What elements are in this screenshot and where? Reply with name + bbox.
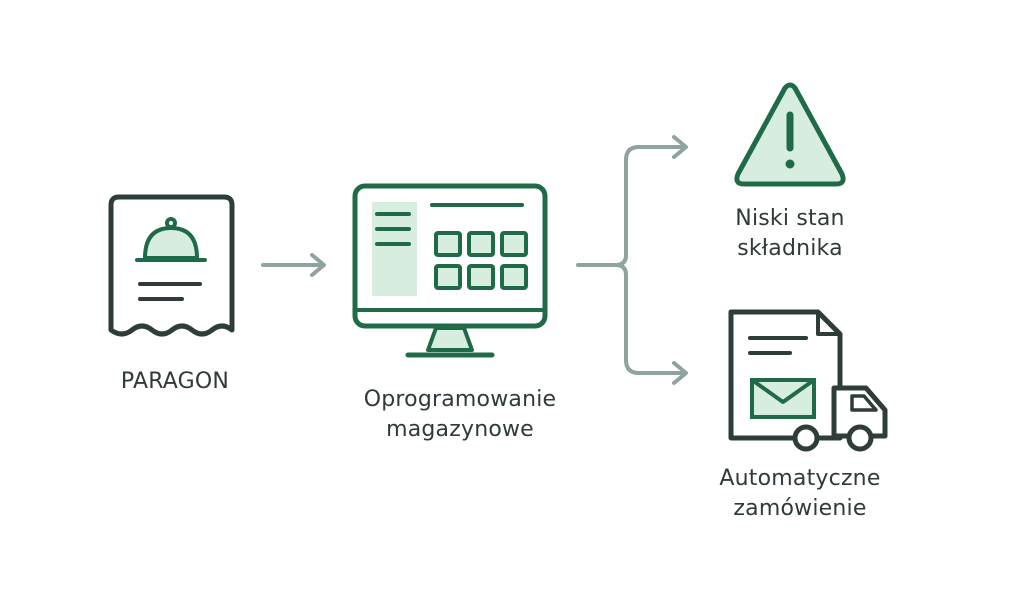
- monitor-icon: [352, 183, 548, 358]
- receipt-label-text: PARAGON: [120, 369, 230, 394]
- arrow-receipt-to-software: [261, 253, 326, 277]
- auto-order-label-line1: Automatyczne: [719, 466, 881, 491]
- arrow-to-auto-order: [672, 361, 688, 385]
- arrow-to-low-stock: [672, 135, 688, 159]
- receipt-label: PARAGON: [80, 367, 270, 397]
- warning-icon: [734, 82, 846, 187]
- software-label: Oprogramowanie magazynowe: [330, 385, 590, 445]
- low-stock-label-line2: składnika: [737, 236, 843, 261]
- software-label-line2: magazynowe: [386, 417, 534, 442]
- auto-order-label-line2: zamówienie: [733, 496, 867, 521]
- low-stock-label-line1: Niski stan: [735, 206, 845, 231]
- software-label-line1: Oprogramowanie: [363, 387, 557, 412]
- low-stock-label: Niski stan składnika: [690, 204, 890, 264]
- arrow-software-branch: [576, 145, 687, 375]
- order-delivery-icon: [728, 309, 888, 452]
- receipt-icon: [108, 194, 235, 337]
- auto-order-label: Automatyczne zamówienie: [690, 464, 910, 524]
